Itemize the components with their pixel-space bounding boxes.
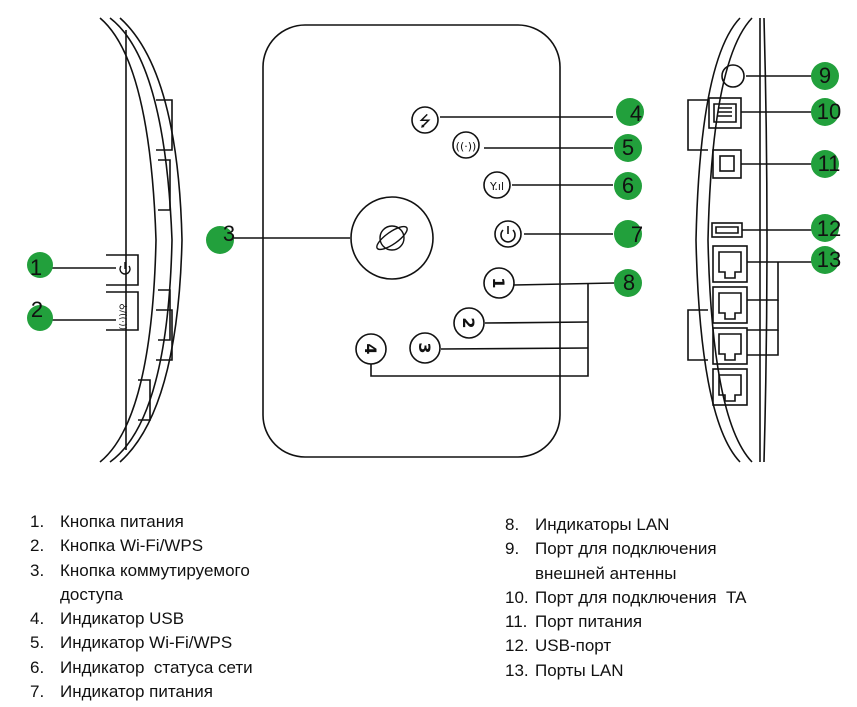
legend-text: Порт для подключения TA — [535, 587, 747, 607]
callout-12: 12 — [817, 216, 841, 241]
legend-num: 8. — [505, 515, 520, 534]
lan-led-1: 1 — [483, 267, 515, 299]
legend-text: Индикатор статуса сети — [60, 657, 253, 677]
callout-13: 13 — [817, 247, 841, 272]
legend-num: 2. — [30, 536, 45, 556]
legend-item: 6. Индикатор статуса сети — [30, 656, 330, 680]
legend-text: Порт питания — [535, 612, 643, 632]
callout-marker-11 — [811, 150, 839, 178]
left-side-view — [99, 17, 183, 463]
lan-led-4-label: 4 — [361, 343, 380, 354]
legend-text: Индикатор питания — [60, 682, 213, 702]
callout-markers — [27, 62, 839, 331]
callout-3: 3 — [223, 221, 235, 246]
callout-marker-13 — [811, 246, 839, 274]
legend-item: 4. Индикатор USB — [30, 607, 330, 631]
legend-item: 8. Индикаторы LAN — [505, 513, 825, 537]
legend-num: 7. — [30, 682, 45, 702]
legend-right: 8. Индикаторы LAN 9. Порт для подключения … — [505, 513, 825, 683]
callout-marker-10 — [811, 98, 839, 126]
callout-marker-4 — [616, 98, 644, 126]
callout-9: 9 — [819, 63, 831, 88]
callout-marker-2 — [27, 305, 53, 331]
globe-icon — [376, 225, 408, 251]
legend-item: 1. Кнопка питания — [30, 510, 330, 534]
legend-item: 11. Порт питания — [505, 610, 825, 634]
callout-1: 1 — [30, 255, 42, 280]
legend-text: Индикатор Wi-Fi/WPS — [60, 633, 233, 653]
legend-text: Кнопка Wi-Fi/WPS — [60, 536, 204, 556]
legend-text: Кнопка коммутируемого доступа — [60, 560, 250, 604]
lan-led-1-label: 1 — [489, 277, 508, 288]
callout-7: 7 — [631, 222, 643, 247]
callout-marker-3 — [206, 226, 234, 254]
lan-led-3: 3 — [409, 332, 441, 364]
usb-led: ⭍ — [411, 106, 439, 134]
legend-text: Индикаторы LAN — [535, 515, 670, 534]
legend-item: 2. Кнопка Wi-Fi/WPS — [30, 534, 330, 558]
callout-marker-12 — [811, 214, 839, 242]
callout-numbers: 1 2 3 4 5 6 7 8 9 10 11 12 13 — [30, 63, 841, 322]
power-icon — [500, 226, 516, 243]
legend-num: 11. — [505, 612, 528, 632]
legend-num: 5. — [30, 633, 45, 653]
legend-item: 3. Кнопка коммутируемого доступа — [30, 559, 330, 608]
router-front-body — [262, 24, 561, 458]
callout-marker-9 — [811, 62, 839, 90]
callout-11: 11 — [818, 151, 841, 176]
legend-num: 3. — [30, 560, 45, 580]
lan-led-3-label: 3 — [415, 342, 434, 353]
legend-text: Порты LAN — [535, 660, 624, 680]
legend-num: 4. — [30, 609, 45, 629]
leader-lines — [52, 75, 812, 377]
callout-6: 6 — [622, 173, 634, 198]
left-power-button-icon — [119, 262, 131, 275]
callout-marker-6 — [614, 172, 642, 200]
callout-2: 2 — [31, 297, 43, 322]
legend-text: Порт для подключения внешней антенны — [535, 539, 717, 583]
callout-marker-7 — [614, 220, 642, 248]
lan-led-4: 4 — [355, 333, 387, 365]
legend-num: 6. — [30, 657, 45, 677]
callout-8: 8 — [623, 270, 635, 295]
lan-led-2-label: 2 — [459, 317, 478, 328]
wifi-led: ((·)) — [452, 131, 480, 159]
usb-icon: ⭍ — [419, 112, 432, 130]
lan-led-2: 2 — [453, 307, 485, 339]
callout-10: 10 — [817, 99, 841, 124]
legend-num: 13. — [505, 660, 529, 680]
legend-num: 10. — [505, 587, 529, 607]
legend-item: 13. Порты LAN — [505, 659, 825, 683]
legend-left: 1. Кнопка питания 2. Кнопка Wi-Fi/WPS 3. Кн… — [30, 510, 330, 704]
callout-4: 4 — [630, 101, 642, 126]
legend-text: USB-порт — [535, 636, 612, 656]
right-side-view — [687, 17, 768, 463]
callout-5: 5 — [622, 135, 634, 160]
legend-item: 5. Индикатор Wi-Fi/WPS — [30, 631, 330, 655]
signal-icon: Y.ıl — [489, 180, 504, 193]
wifi-wps-icon: ((·)) — [456, 140, 477, 153]
legend-item: 9. Порт для подключения внешней антенны — [505, 537, 825, 586]
legend-num: 12. — [505, 636, 529, 656]
legend-text: Индикатор USB — [60, 609, 185, 629]
dialup-button — [350, 196, 434, 280]
signal-led: Y.ıl — [483, 171, 511, 199]
power-led — [494, 220, 522, 248]
legend-num: 1. — [30, 512, 45, 531]
legend-item: 7. Индикатор питания — [30, 680, 330, 704]
legend-text: Кнопка питания — [60, 512, 184, 531]
legend-num: 9. — [505, 539, 520, 559]
legend-item: 10. Порт для подключения TA — [505, 586, 825, 610]
callout-marker-8 — [614, 269, 642, 297]
callout-marker-5 — [614, 134, 642, 162]
callout-marker-1 — [27, 252, 53, 278]
legend-item: 12. USB-порт — [505, 634, 825, 658]
left-wps-button-icon: ((·))/⚲ — [119, 303, 129, 330]
router-diagram: ((·))/⚲ ⭍ ((·)) Y.ıl 1 2 3 — [27, 17, 841, 463]
